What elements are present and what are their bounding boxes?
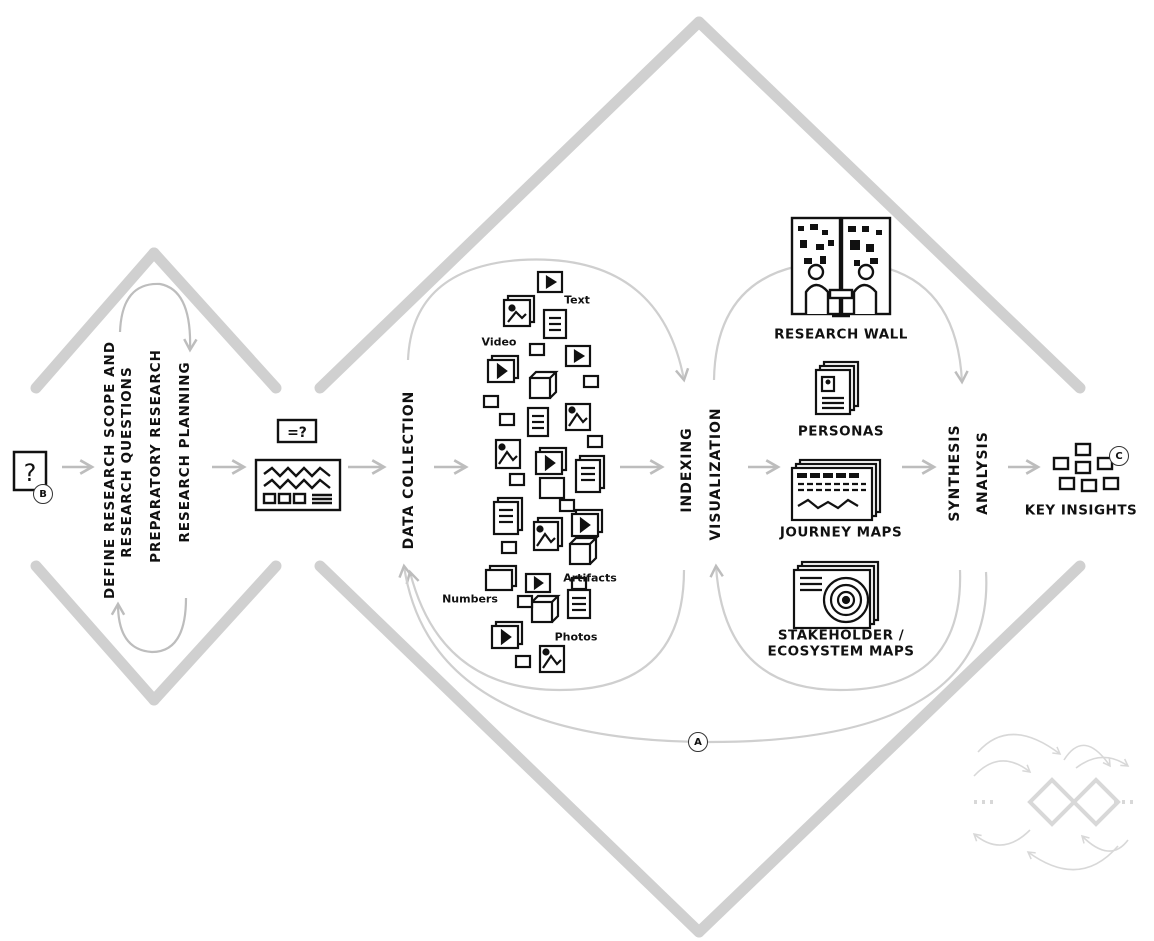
personas-label: PERSONAS <box>797 423 885 440</box>
research-brief-icon: =? <box>254 418 342 512</box>
text-icon <box>526 406 550 438</box>
photo-icon <box>494 438 522 470</box>
feedback-loop-a <box>398 563 988 744</box>
text-icon <box>492 496 524 536</box>
badge-b: B <box>33 484 53 504</box>
data-collection-label: DATA COLLECTION <box>401 390 417 550</box>
artifacts-type-label: Artifacts <box>563 571 617 585</box>
research-wall-label: RESEARCH WALL <box>774 326 908 343</box>
indexing-label: INDEXING <box>679 427 695 513</box>
video-icon <box>534 446 568 476</box>
video-icon <box>524 572 552 594</box>
numbers-type-label: Numbers <box>442 592 498 606</box>
text-type-label: Text <box>564 293 590 307</box>
data-collection-loop <box>405 258 690 692</box>
badge-a: A <box>688 732 708 752</box>
artifact-cube-icon <box>528 370 559 400</box>
research-wall-icon <box>790 216 892 318</box>
question-card-icon: ? <box>12 450 48 492</box>
key-insights-icon <box>1052 442 1120 493</box>
question-mark: ? <box>24 459 37 487</box>
text-icon <box>566 588 592 620</box>
ecosystem-maps-label: ECOSYSTEM MAPS <box>767 643 915 660</box>
photo-icon <box>564 402 592 432</box>
video-icon <box>490 620 524 650</box>
photos-type-label: Photos <box>554 630 598 644</box>
artifact-cube-icon <box>568 536 599 566</box>
ecosystem-map-icon <box>792 560 880 630</box>
artifact-cube-icon <box>530 594 561 624</box>
video-icon <box>486 354 520 384</box>
research-questions-label: RESEARCH QUESTIONS <box>119 366 135 558</box>
mini-double-diamond-icon <box>972 733 1134 871</box>
brief-question-text: =? <box>287 425 307 441</box>
text-icon <box>574 454 606 494</box>
badge-c: C <box>1109 446 1129 466</box>
stakeholder-label: STAKEHOLDER / <box>777 627 905 644</box>
analysis-label: ANALYSIS <box>975 431 991 515</box>
data-cloud-icons <box>482 270 606 674</box>
video-icon <box>570 508 604 538</box>
photo-icon <box>502 294 536 328</box>
research-planning-label: RESEARCH PLANNING <box>177 361 193 543</box>
personas-icon <box>814 360 860 416</box>
key-insights-label: KEY INSIGHTS <box>1024 502 1138 519</box>
text-icon <box>542 308 568 340</box>
photo-icon <box>538 644 566 674</box>
photo-icon <box>532 516 564 552</box>
planning-loop-arrows <box>110 282 198 654</box>
preparatory-research-label: PREPARATORY RESEARCH <box>148 349 164 563</box>
synthesis-label: SYNTHESIS <box>947 424 963 522</box>
journey-maps-label: JOURNEY MAPS <box>779 524 903 541</box>
define-scope-label: DEFINE RESEARCH SCOPE AND <box>102 340 118 600</box>
big-diamond-outline <box>314 16 1086 938</box>
visualization-label: VISUALIZATION <box>708 407 724 541</box>
video-type-label: Video <box>481 335 517 349</box>
video-icon <box>536 270 564 294</box>
journey-map-icon <box>790 458 882 522</box>
video-icon <box>564 344 592 368</box>
small-diamond-outline <box>30 247 282 706</box>
